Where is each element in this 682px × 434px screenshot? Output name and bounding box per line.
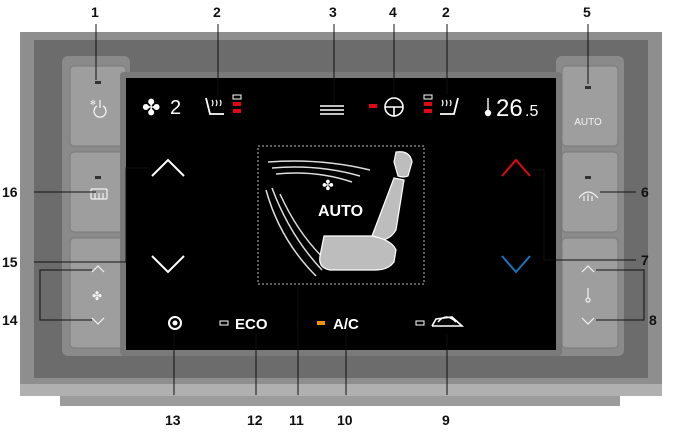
callout-2-right: 2 <box>442 4 450 20</box>
rear-defrost-icon <box>90 188 108 200</box>
thermometer-icon <box>484 98 492 117</box>
auto-indicator <box>585 86 591 89</box>
temp-up-button[interactable] <box>501 158 531 177</box>
callout-16: 16 <box>2 184 18 200</box>
recirculation-indicator <box>415 320 425 326</box>
seat-heat-right-level-3 <box>423 94 433 100</box>
airflow-auto-label: AUTO <box>318 203 363 220</box>
callout-12: 12 <box>247 412 263 428</box>
callout-11: 11 <box>289 412 304 428</box>
unit-bottom-lip <box>20 384 662 396</box>
callout-6: 6 <box>641 184 649 200</box>
airflow-windshield-stream <box>267 160 371 183</box>
seat-heat-right-button[interactable] <box>423 94 459 115</box>
callout-1: 1 <box>91 4 99 20</box>
front-defrost-icon <box>578 191 599 201</box>
settings-gear-hub <box>172 320 178 326</box>
seat-heat-level-1 <box>233 109 241 113</box>
ac-button[interactable]: A/C <box>317 316 359 333</box>
eco-indicator <box>219 320 229 326</box>
ac-label: A/C <box>333 316 359 333</box>
seat-heat-right-level-1 <box>424 109 432 113</box>
callout-15: 15 <box>2 254 18 270</box>
rear-defrost-indicator <box>95 176 101 179</box>
callout-4: 4 <box>389 4 397 20</box>
rear-defrost-screen-button[interactable] <box>320 105 344 115</box>
airflow-fan-icon: ✤ <box>322 178 334 194</box>
temperature-value: 26 <box>496 95 523 122</box>
seat-heat-left-button[interactable] <box>205 94 242 115</box>
temp-rocker-button[interactable] <box>561 237 619 349</box>
temperature-decimal: .5 <box>525 103 538 120</box>
recirculation-button[interactable] <box>415 316 465 327</box>
seat-heat-right-icon <box>440 97 459 115</box>
power-icon: ✻ <box>90 99 107 118</box>
callout-7: 7 <box>641 252 649 268</box>
recirculation-icon <box>431 316 465 327</box>
seat-heat-right-level-2 <box>424 102 432 106</box>
fan-up-button[interactable] <box>151 158 185 177</box>
callout-8: 8 <box>649 312 657 328</box>
settings-button[interactable] <box>168 316 182 330</box>
unit-bottom-slot <box>60 396 620 406</box>
callout-lines <box>34 24 645 395</box>
temp-down-button[interactable] <box>501 255 531 274</box>
fan-level: 2 <box>170 97 181 119</box>
callout-13: 13 <box>165 412 181 428</box>
temp-up-chevron-icon <box>581 265 595 273</box>
steering-heat-button[interactable] <box>369 97 404 117</box>
fan-down-button[interactable] <box>151 255 185 274</box>
fan-down-chevron-icon <box>91 317 105 325</box>
callout-10: 10 <box>337 412 353 428</box>
auto-button-label: AUTO <box>574 117 602 128</box>
power-button[interactable] <box>69 65 127 147</box>
front-defrost-indicator <box>585 176 591 179</box>
callout-14: 14 <box>2 312 18 328</box>
ac-indicator <box>317 321 325 325</box>
eco-label: ECO <box>235 316 268 333</box>
eco-button[interactable]: ECO <box>219 316 268 333</box>
seat-heat-level-3 <box>232 94 242 100</box>
callout-9: 9 <box>442 412 450 428</box>
settings-gear-icon <box>168 316 182 330</box>
svg-text:✻: ✻ <box>90 99 96 107</box>
callout-5: 5 <box>583 4 591 20</box>
seat-heat-level-2 <box>233 102 241 106</box>
callout-3: 3 <box>329 4 337 20</box>
seat-icon <box>319 151 413 271</box>
steering-heat-indicator <box>369 104 377 108</box>
steering-heat-icon <box>384 97 404 117</box>
power-indicator <box>95 81 101 84</box>
fan-up-chevron-icon <box>91 265 105 273</box>
heat-waves-right-icon <box>441 99 452 107</box>
seat-heat-icon <box>205 97 224 115</box>
fan-icon-small: ✤ <box>92 289 102 303</box>
thermometer-icon-small <box>585 288 591 303</box>
touch-screen <box>126 78 556 350</box>
heat-waves-icon <box>211 99 222 107</box>
fan-icon: ✤ <box>142 96 160 121</box>
callout-2-left: 2 <box>213 4 221 20</box>
auto-button[interactable] <box>561 65 619 147</box>
temp-down-chevron-icon <box>581 317 595 325</box>
